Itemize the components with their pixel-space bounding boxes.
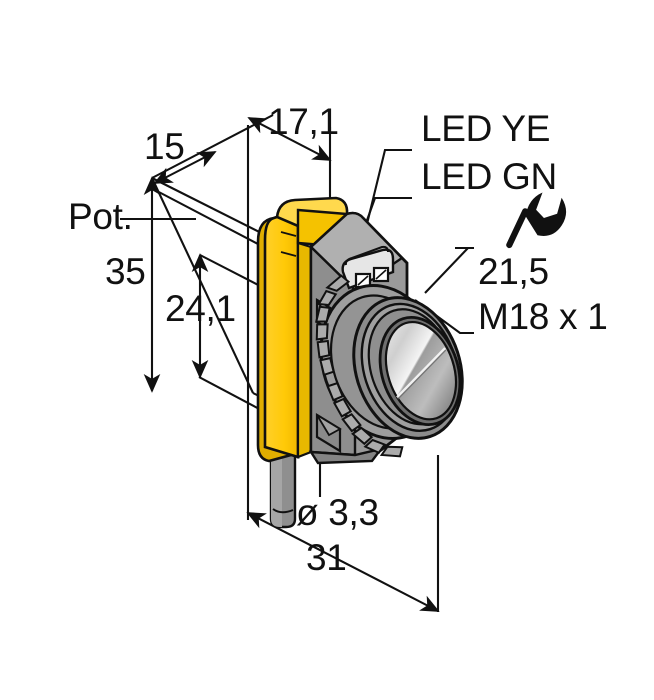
- dim-line-15: [153, 151, 217, 184]
- callout-wrench-size: 21,5: [478, 251, 549, 292]
- leader-wrench: [424, 247, 469, 294]
- dim-line-17-1: [247, 117, 332, 161]
- dimension-label-17-1: 17,1: [268, 101, 339, 142]
- callout-thread-m18: M18 x 1: [478, 296, 608, 337]
- dimension-label-cable-diameter: ø 3,3: [296, 492, 379, 533]
- wrench-icon: [506, 192, 567, 249]
- dimension-label-24-1: 24,1: [165, 288, 236, 329]
- yellow-housing: [256, 196, 349, 463]
- dimension-label-15: 15: [144, 126, 185, 167]
- sensor-body-illustration: [256, 196, 464, 529]
- sensor-cable: [269, 450, 297, 529]
- callout-pot: Pot.: [68, 196, 133, 237]
- sensor-lens: [378, 315, 462, 427]
- dimension-lines: [120, 114, 474, 612]
- ext-line-left-vert: [151, 177, 254, 394]
- dimension-label-31: 31: [306, 537, 347, 578]
- leader-led-ye: [364, 148, 412, 229]
- callout-led-ye: LED YE: [421, 108, 551, 149]
- led-indicator-window: [341, 245, 395, 290]
- dim-line-31: [246, 512, 440, 612]
- dimension-label-35: 35: [105, 251, 146, 292]
- callout-led-gn: LED GN: [421, 156, 557, 197]
